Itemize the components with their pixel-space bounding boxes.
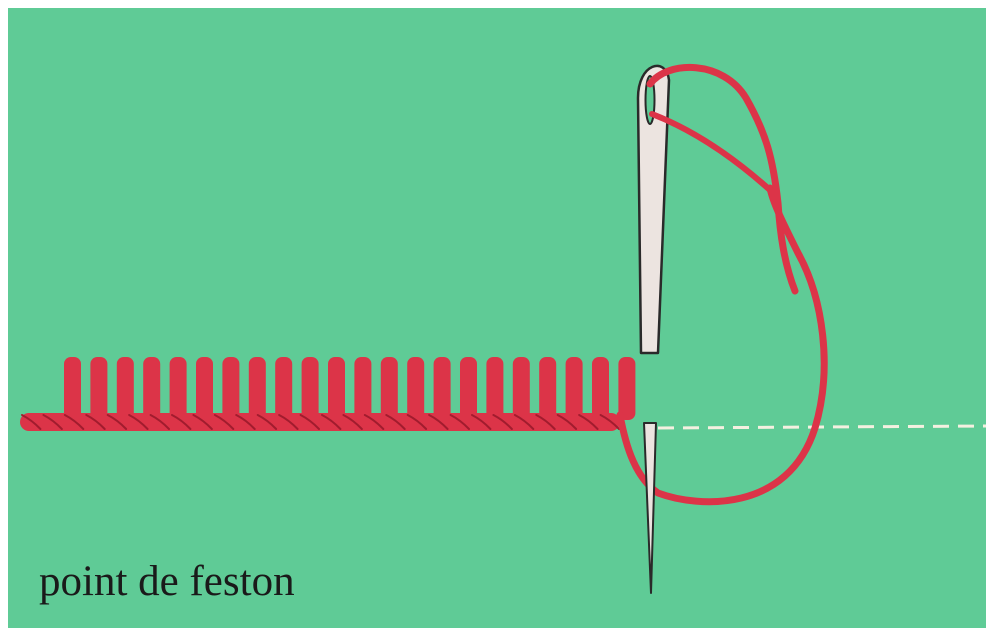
stitch-bar [328,357,345,420]
stitch-bar [302,357,319,420]
stitch-bar [90,357,107,420]
stitch-bar [566,357,583,420]
stitch-bar [170,357,187,420]
stitch-bar [434,357,451,420]
stitch-bar [486,357,503,420]
stitch-bar [117,357,134,420]
edge-cord [20,413,620,431]
stitch-bar [381,357,398,420]
stitch-bar [539,357,556,420]
stitch-illustration [8,8,986,628]
stitch-bar [249,357,266,420]
stitch-bar [64,357,81,420]
stitch-bar [592,357,609,420]
stitch-bar [196,357,213,420]
stitch-bar [222,357,239,420]
stitch-bar [354,357,371,420]
stitch-caption: point de feston [39,560,295,603]
stitch-bar [143,357,160,420]
stitch-bar [460,357,477,420]
illustration-frame: point de feston [8,8,986,628]
stitch-bar [618,357,635,420]
stitch-bar [407,357,424,420]
fabric-background [8,8,986,628]
stitch-bar [275,357,292,420]
stitch-bar [513,357,530,420]
